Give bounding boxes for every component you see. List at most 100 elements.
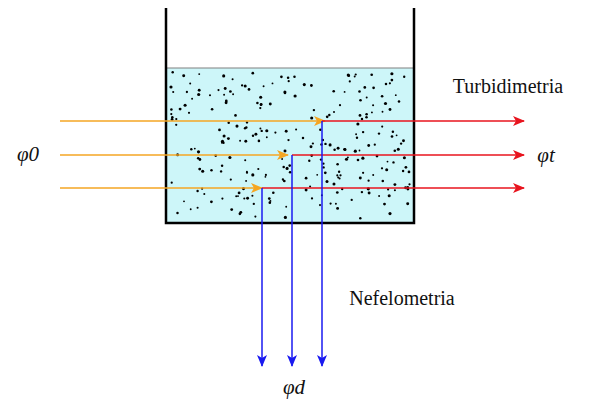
particle: [263, 85, 265, 87]
incident-beam: [60, 120, 325, 122]
particle: [224, 87, 227, 90]
particle: [311, 197, 313, 199]
particle: [354, 150, 357, 153]
cuvette-wall: [166, 8, 414, 223]
particle: [344, 91, 346, 93]
particle: [251, 173, 254, 176]
particle: [402, 139, 405, 142]
particle: [333, 148, 336, 151]
particle: [381, 167, 383, 169]
particle: [221, 165, 223, 167]
particle: [372, 104, 374, 106]
particle: [169, 85, 172, 88]
particle: [329, 202, 331, 204]
particle: [354, 76, 356, 78]
particle: [365, 116, 368, 119]
particle: [383, 203, 386, 206]
particle: [194, 148, 196, 150]
particle: [336, 191, 339, 194]
particle: [176, 212, 179, 215]
particle: [319, 204, 321, 206]
particle: [355, 73, 357, 75]
particle: [227, 137, 230, 140]
particle: [359, 217, 361, 219]
particle: [345, 158, 348, 161]
particle: [335, 203, 337, 205]
particle: [258, 140, 261, 143]
particle: [281, 158, 283, 160]
particle: [244, 140, 247, 143]
particle: [244, 127, 246, 129]
particle: [381, 126, 383, 128]
transmitted-beam: [292, 154, 524, 156]
particle: [280, 75, 283, 78]
particle: [199, 158, 202, 161]
particle: [198, 73, 200, 75]
particle: [289, 171, 292, 174]
particle: [338, 171, 340, 173]
particle: [175, 124, 177, 126]
particle: [332, 182, 335, 185]
particle: [218, 129, 221, 132]
particle: [284, 216, 287, 219]
particle: [390, 72, 393, 75]
particle: [188, 112, 190, 114]
particle: [336, 207, 339, 210]
particle: [316, 174, 318, 176]
particle: [191, 98, 193, 100]
particle: [387, 161, 389, 163]
particle: [358, 90, 361, 93]
particle: [286, 167, 289, 170]
particle: [368, 192, 371, 195]
particle: [254, 133, 257, 136]
particle: [365, 113, 368, 116]
particles: [169, 71, 410, 219]
particle: [366, 96, 368, 98]
particle: [268, 197, 271, 200]
particle: [268, 201, 271, 204]
particle: [282, 166, 285, 169]
particle: [310, 84, 313, 87]
particle: [363, 86, 366, 89]
flux-symbol: φ0: [17, 143, 39, 166]
particle: [220, 170, 222, 172]
particle: [389, 82, 391, 84]
particle: [332, 90, 335, 93]
flux-symbol: φt: [537, 144, 554, 167]
scattered-beam: [261, 188, 263, 366]
particle: [378, 195, 380, 197]
particle: [333, 111, 335, 113]
particle: [294, 94, 297, 97]
particle: [293, 76, 296, 79]
particle: [230, 178, 232, 180]
particle: [382, 111, 384, 113]
particle: [243, 197, 245, 199]
incident-beam: [60, 187, 262, 189]
particle: [398, 100, 401, 103]
particle: [367, 144, 370, 147]
particle: [232, 78, 234, 80]
particle: [182, 74, 185, 77]
particle: [302, 137, 305, 140]
particle: [388, 212, 391, 215]
particle: [303, 83, 306, 86]
particle: [197, 207, 199, 209]
particle: [251, 72, 254, 75]
particle: [378, 132, 380, 134]
particle: [170, 113, 172, 115]
particle: [359, 150, 361, 152]
particle: [372, 174, 374, 176]
particle: [351, 199, 353, 201]
method-label: Nefelometria: [349, 287, 455, 309]
particle: [283, 180, 286, 183]
particle: [171, 116, 174, 119]
particle: [201, 170, 204, 173]
particle: [190, 208, 192, 210]
particle: [266, 136, 268, 138]
particle: [406, 202, 409, 205]
particle: [254, 216, 256, 218]
particle: [211, 108, 214, 111]
particle: [234, 114, 237, 117]
particle: [274, 132, 276, 134]
